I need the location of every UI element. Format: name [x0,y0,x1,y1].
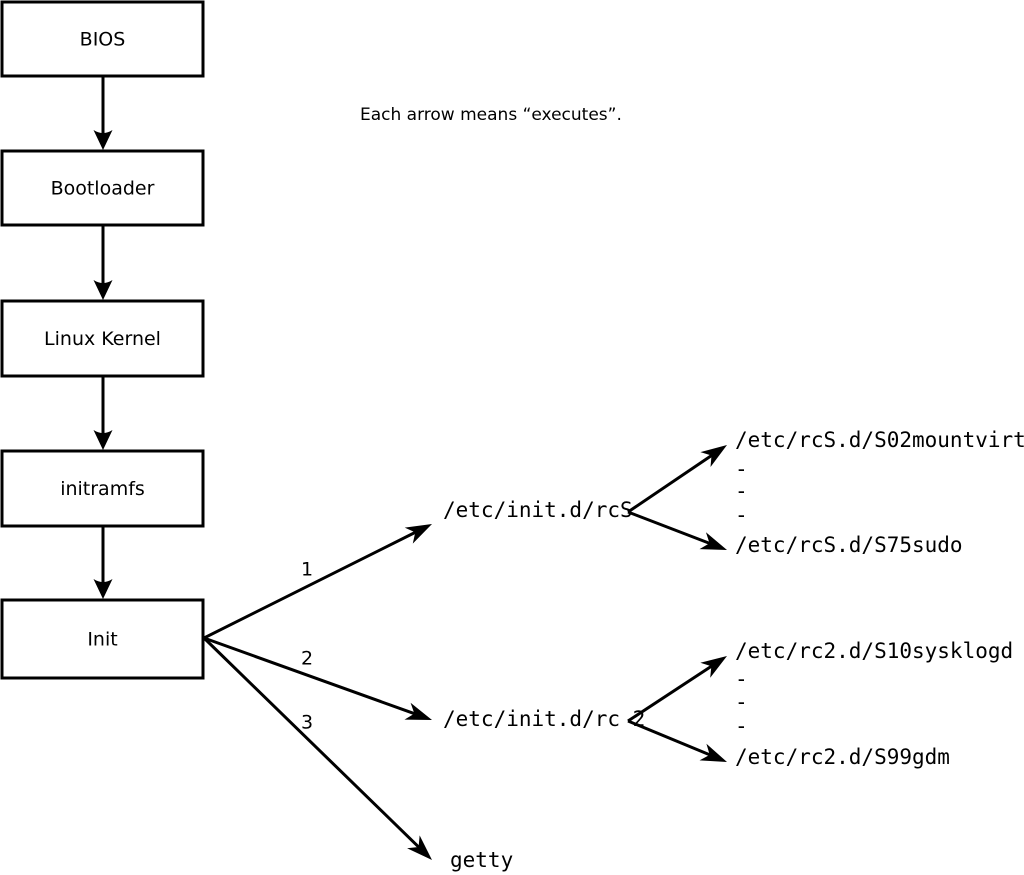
script-ellipsis-rcs-gap-2: - [735,479,748,503]
script-group-rcs-group: /etc/rcS.d/S02mountvirtfs---/etc/rcS.d/S… [627,428,1024,557]
arrow-kernel-to-initramfs [93,376,113,450]
stage-box-linux-kernel: Linux Kernel [0,299,205,378]
script-entry-rc2-last: /etc/rc2.d/S99gdm [735,745,950,769]
arrow-bootloader-to-kernel [93,225,113,300]
arrow-head-bootloader-to-kernel [93,280,113,300]
edge-number-1: 1 [301,559,313,581]
script-ellipsis-rc2-gap-2: - [735,690,748,714]
arrow-head-init-edge-2 [404,702,432,720]
stage-box-outline-init [0,598,205,680]
script-entry-rcs-first: /etc/rcS.d/S02mountvirtfs [735,428,1024,452]
arrow-shaft-init-edge-3 [202,636,421,849]
script-ellipsis-rcs-gap-3: - [735,503,748,527]
init-fanout-edges: 1 2 3 [202,524,432,860]
stage-box-init: Init [0,598,205,680]
legend-note: Each arrow means “executes”. [360,105,622,125]
arrow-head-kernel-to-initramfs [93,430,113,450]
init-target-rcs-script: /etc/init.d/rcS [443,498,633,522]
script-ellipsis-rc2-gap-3: - [735,714,748,738]
arrow-bios-to-bootloader [93,76,113,150]
arrow-head-rcs-group-rcs-last [699,532,727,550]
edge-number-2: 2 [301,648,313,670]
arrow-rcs-group-rcs-first [627,445,727,514]
arrow-head-rcs-group-rcs-first [700,445,727,468]
stage-box-bootloader: Bootloader [0,149,205,227]
arrow-shaft-rc2-group-rc2-last [627,719,711,757]
arrow-init-edge-3 [202,636,432,860]
stage-box-label-init: Init [87,629,117,651]
arrow-init-edge-2 [203,636,432,720]
arrow-head-init-edge-1 [404,524,432,544]
init-target-getty: getty [450,848,513,872]
arrow-initramfs-to-init [93,526,113,599]
arrow-shaft-rcs-group-rcs-first [627,453,713,514]
stage-box-label-linux-kernel: Linux Kernel [44,328,161,350]
init-target-rc2-script: /etc/init.d/rc 2 [443,707,645,731]
arrow-shaft-init-edge-2 [203,636,416,716]
arrow-shaft-rc2-group-rc2-first [627,664,713,723]
arrow-head-initramfs-to-init [93,579,113,599]
stage-box-outline-linux-kernel [0,299,205,378]
arrow-init-edge-1 [203,524,432,640]
stage-box-outline-bios [0,0,205,78]
arrow-head-rc2-group-rc2-first [700,656,727,678]
stage-box-bios: BIOS [0,0,205,78]
stage-box-label-initramfs: initramfs [60,478,145,500]
script-entry-rcs-last: /etc/rcS.d/S75sudo [735,533,963,557]
arrow-head-init-edge-3 [407,835,432,860]
script-group-rc2-group: /etc/rc2.d/S10sysklogd---/etc/rc2.d/S99g… [627,639,1013,769]
script-ellipsis-rcs-gap-1: - [735,457,748,481]
init-target-labels: /etc/init.d/rcS/etc/init.d/rc 2 getty [443,498,645,872]
script-ellipsis-rc2-gap-1: - [735,667,748,691]
arrow-shaft-init-edge-1 [203,530,417,640]
arrow-head-rc2-group-rc2-last [699,743,727,762]
script-group-fanouts: /etc/rcS.d/S02mountvirtfs---/etc/rcS.d/S… [627,428,1024,769]
arrow-shaft-rcs-group-rcs-last [627,510,711,545]
arrow-rcs-group-rcs-last [627,510,727,550]
arrow-rc2-group-rc2-last [627,719,727,762]
arrow-rc2-group-rc2-first [627,656,727,723]
stage-box-outline-initramfs [0,449,205,528]
script-entry-rc2-first: /etc/rc2.d/S10sysklogd [735,639,1013,663]
boot-chain-arrows [93,76,113,599]
stage-box-label-bootloader: Bootloader [51,178,155,200]
edge-number-3: 3 [301,712,313,734]
stage-box-label-bios: BIOS [80,29,126,51]
stage-box-initramfs: initramfs [0,449,205,528]
arrow-head-bios-to-bootloader [93,130,113,150]
